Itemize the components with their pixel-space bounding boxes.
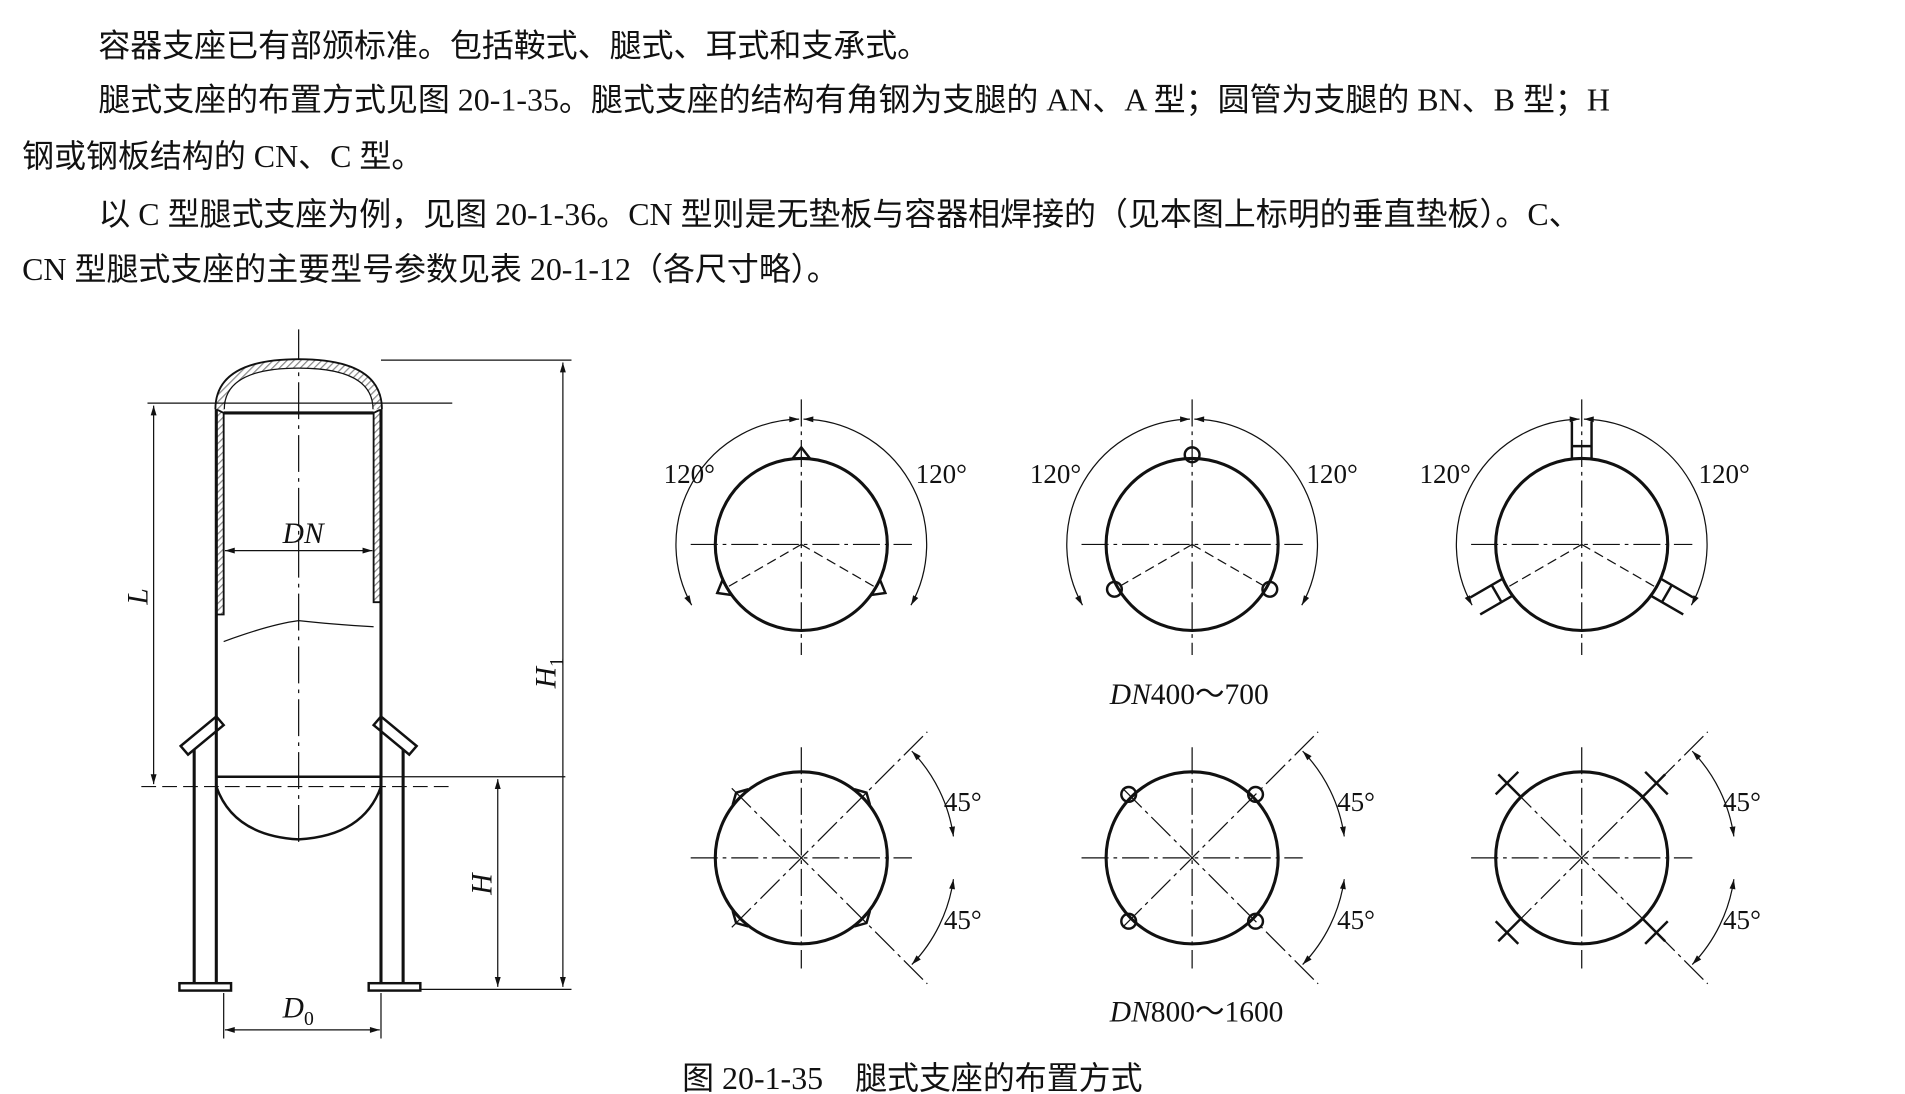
bottom-head xyxy=(215,786,383,841)
angle-label: 120° xyxy=(916,459,967,489)
figure-caption: 图 20-1-35 腿式支座的布置方式 xyxy=(682,1061,1142,1094)
angle-label: 120° xyxy=(664,459,715,489)
angle-label: 45° xyxy=(1723,905,1761,935)
leg-axis-line xyxy=(1117,543,1193,588)
paragraph-3-cont: CN 型腿式支座的主要型号参数见表 20-1-12（各尺寸略）。 xyxy=(22,251,839,288)
diagonal-centerline xyxy=(1511,731,1709,928)
angle-steel-leg xyxy=(731,788,749,806)
pipe-leg xyxy=(1120,785,1138,804)
angle-steel-leg xyxy=(853,788,872,806)
angle-arc xyxy=(1583,416,1708,606)
right-brace xyxy=(371,714,419,757)
angle-label: 120° xyxy=(1698,459,1749,489)
angle-arc xyxy=(803,416,928,606)
angle-label: 120° xyxy=(1419,459,1470,489)
angle-arc xyxy=(911,750,955,837)
pipe-leg xyxy=(1246,912,1265,930)
angle-steel-leg xyxy=(853,910,872,928)
left-brace xyxy=(178,714,226,757)
h-steel-leg xyxy=(1650,594,1684,616)
diagonal-centerline xyxy=(1511,787,1709,985)
h-steel-leg xyxy=(1641,917,1667,943)
h-steel-leg xyxy=(1479,594,1513,616)
diagonal-centerline xyxy=(731,787,928,985)
h-label: H xyxy=(467,872,499,896)
dn-label: DN xyxy=(282,518,326,550)
angle-steel-leg xyxy=(869,577,888,597)
row2-size-label: DN800～1600 xyxy=(1109,996,1284,1028)
leg-axis-line xyxy=(801,543,877,588)
angle-label: 120° xyxy=(1030,459,1081,489)
angle-label: 45° xyxy=(1723,787,1761,817)
left-foot-plate xyxy=(178,981,233,992)
angle-arc xyxy=(1194,416,1319,606)
h-steel-leg xyxy=(1497,773,1522,798)
angle-label: 120° xyxy=(1306,459,1357,489)
vessel-section-circle xyxy=(1494,770,1670,946)
angle-steel-leg xyxy=(731,910,749,928)
h1-label: H1 xyxy=(531,657,568,689)
pipe-leg xyxy=(1246,785,1265,804)
angle-arc xyxy=(1302,750,1346,837)
leg-axis-line xyxy=(1581,543,1657,588)
paragraph-2-cont: 钢或钢板结构的 CN、C 型。 xyxy=(22,138,424,175)
angle-arc xyxy=(675,416,800,606)
diagonal-centerline xyxy=(731,731,928,928)
angle-arc xyxy=(911,879,955,965)
break-line xyxy=(223,620,374,643)
paragraph-1: 容器支座已有部颁标准。包括鞍式、腿式、耳式和支承式。 xyxy=(98,28,930,64)
angle-arc xyxy=(1302,879,1346,965)
vessel-drawing xyxy=(141,329,572,1039)
angle-arc xyxy=(1066,416,1190,606)
d0-label: D0 xyxy=(282,993,314,1030)
angle-label: 45° xyxy=(1337,905,1375,935)
h-steel-leg-web xyxy=(1644,920,1669,945)
h-steel-leg xyxy=(1641,773,1667,798)
leg-axis-line xyxy=(726,543,802,588)
angle-arc xyxy=(1691,750,1736,837)
right-foot-plate xyxy=(367,981,422,992)
row1-size-label: DN400～700 xyxy=(1109,679,1269,711)
diagonal-centerline xyxy=(1122,731,1319,928)
paragraph-2: 腿式支座的布置方式见图 20-1-35。腿式支座的结构有角钢为支腿的 AN、A … xyxy=(98,82,1610,118)
h-steel-leg-web xyxy=(1660,584,1673,603)
l-label: L xyxy=(122,588,154,605)
h-steel-leg-web xyxy=(1490,584,1503,603)
h-steel-leg-web xyxy=(1644,770,1669,796)
leg-axis-line xyxy=(1191,543,1267,588)
h-steel-leg-web xyxy=(1494,770,1520,796)
angle-label: 45° xyxy=(1337,787,1375,817)
paragraph-3: 以 C 型腿式支座为例，见图 20-1-36。CN 型则是无垫板与容器相焊接的（… xyxy=(98,196,1581,233)
vessel-section-circle xyxy=(713,770,889,946)
h-steel-leg-web xyxy=(1494,920,1520,945)
angle-label: 45° xyxy=(944,905,982,935)
vessel-section-circle xyxy=(1104,770,1280,946)
diagonal-centerline xyxy=(1122,787,1319,985)
pipe-leg xyxy=(1120,912,1138,930)
angle-arc xyxy=(1455,416,1580,606)
layout-diagrams xyxy=(675,399,1736,985)
angle-label: 45° xyxy=(944,787,982,817)
angle-steel-leg xyxy=(715,577,734,597)
angle-arc xyxy=(1691,879,1736,965)
leg-axis-line xyxy=(1506,543,1583,588)
h-steel-leg xyxy=(1497,917,1522,943)
